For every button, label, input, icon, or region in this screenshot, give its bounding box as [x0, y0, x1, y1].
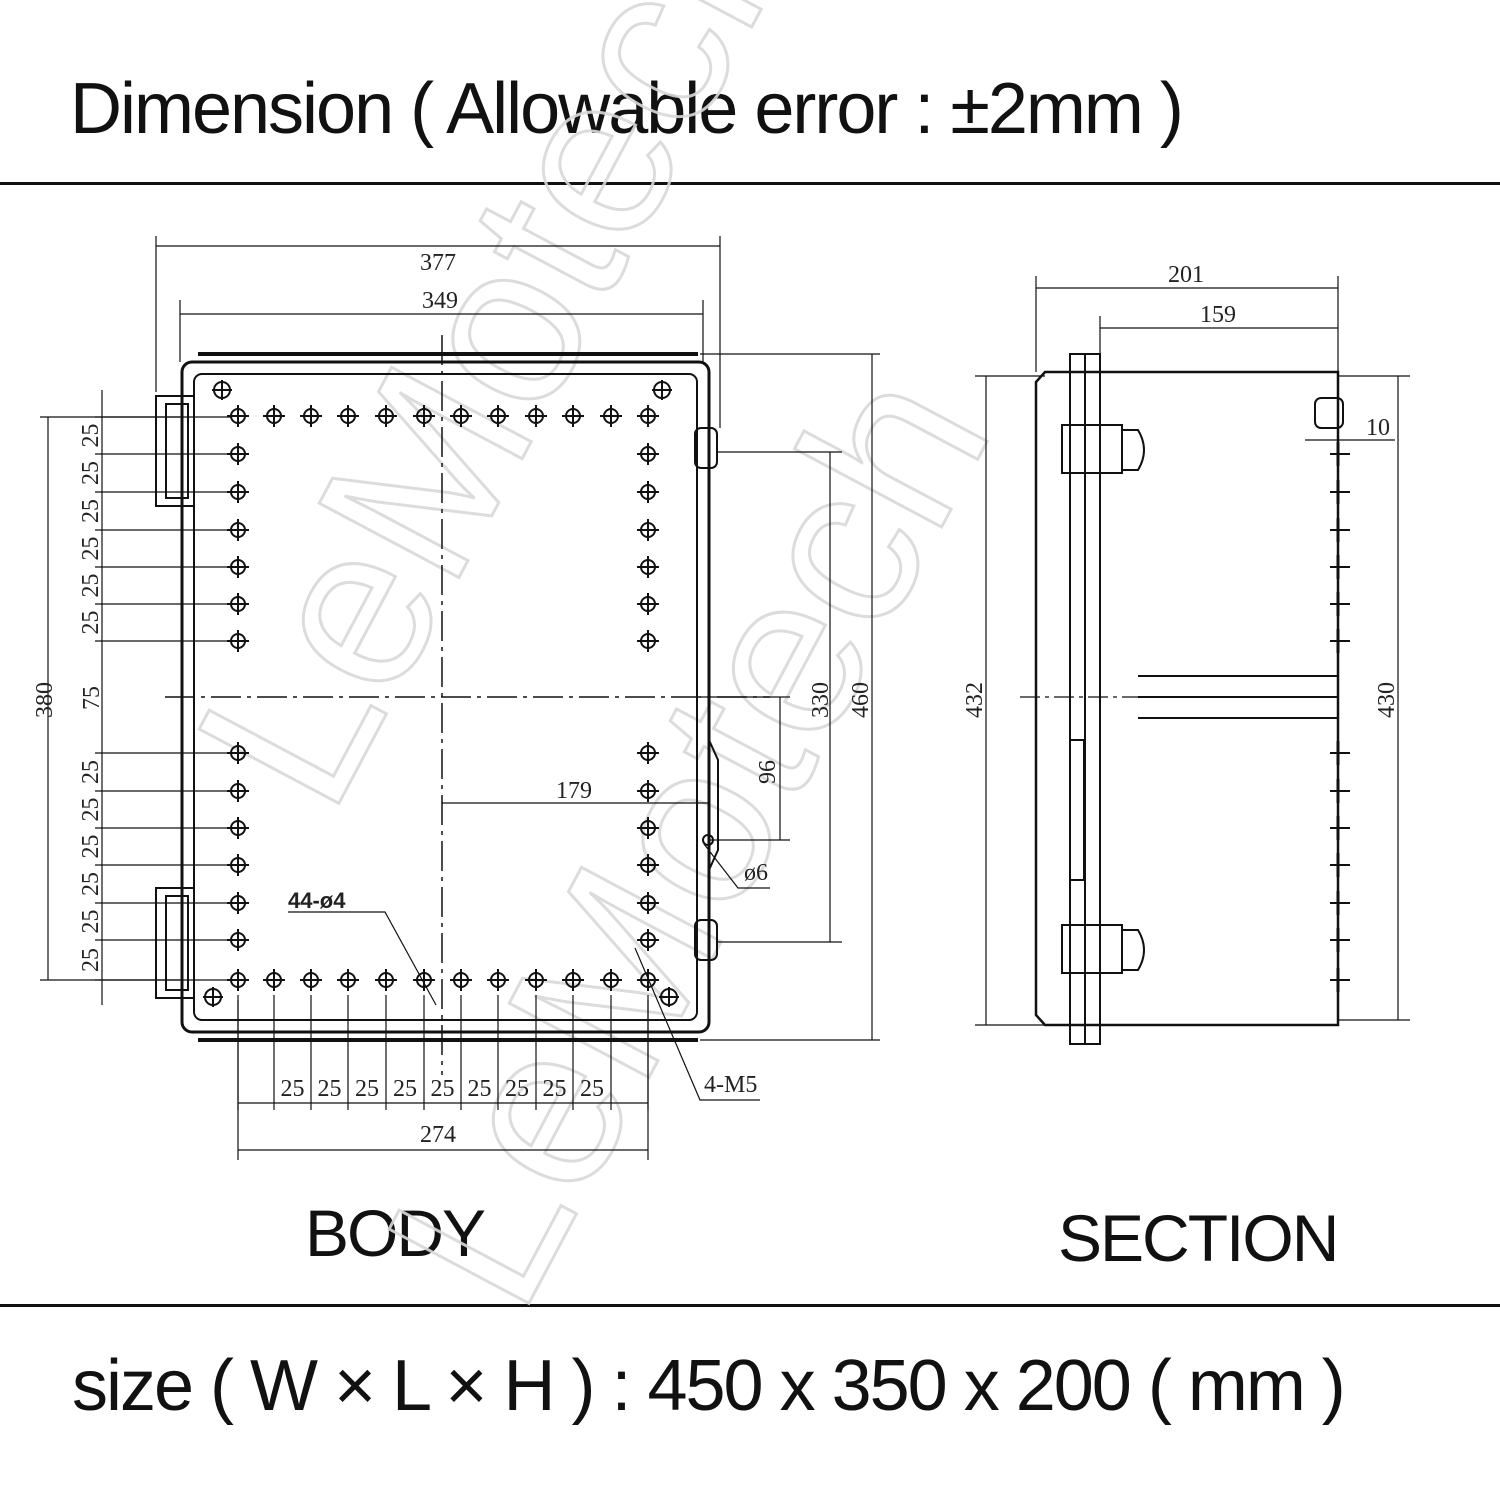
dim-pitch-bottom: 25	[468, 1076, 492, 1102]
section-body	[1034, 370, 1340, 1027]
hinge-bottom	[155, 887, 195, 999]
dim-pitch-left: 25	[78, 537, 104, 561]
header-divider	[0, 182, 1500, 185]
dim-latch-hole: ø6	[744, 860, 768, 886]
size-spec: size ( W × L × H ) : 450 x 350 x 200 ( m…	[72, 1346, 1346, 1426]
latch-top	[694, 427, 718, 469]
dim-latch-offset: 96	[755, 760, 781, 784]
dim-pitch-bottom: 25	[281, 1076, 305, 1102]
dim-pitch-left: 25	[78, 948, 104, 972]
dim-bottom-span: 274	[420, 1122, 456, 1148]
dim-pitch-bottom: 25	[505, 1076, 529, 1102]
dim-pitch-left: 25	[78, 835, 104, 859]
dim-pitch-left: 25	[78, 461, 104, 485]
dim-pitch-bottom: 25	[543, 1076, 567, 1102]
dim-lip: 10	[1366, 415, 1390, 441]
corner-screw-holes	[203, 380, 679, 1007]
footer-divider	[0, 1304, 1500, 1307]
section-view-label: SECTION	[1058, 1201, 1339, 1275]
dim-pitch-bottom: 25	[318, 1076, 342, 1102]
dim-pitch-bottom: 25	[393, 1076, 417, 1102]
dim-pitch-left: 25	[78, 424, 104, 448]
dim-pitch-left: 25	[78, 798, 104, 822]
dim-hole-span: 380	[32, 682, 58, 718]
dim-pitch-left: 25	[78, 499, 104, 523]
section-view	[975, 276, 1410, 1045]
latch-bottom	[694, 919, 718, 961]
section-hinge	[1314, 397, 1344, 429]
body-view-label: BODY	[305, 1196, 486, 1270]
dim-pitch-left: 25	[78, 872, 104, 896]
dim-hinge-height: 330	[808, 682, 834, 718]
dim-center-gap: 75	[79, 686, 105, 710]
dim-height-overall: 460	[848, 682, 874, 718]
dim-height-right: 430	[1374, 682, 1400, 718]
dim-screw-holes: 44-ø4	[288, 888, 346, 913]
dim-width-outer: 377	[420, 250, 456, 276]
page-title: Dimension ( Allowable error : ±2mm )	[70, 69, 1184, 149]
section-latch-bottom	[1061, 924, 1123, 974]
dim-height-left: 432	[962, 682, 988, 718]
hinge-top	[155, 395, 195, 507]
dim-pitch-bottom: 25	[580, 1076, 604, 1102]
dim-width-inner: 349	[422, 288, 458, 314]
dim-mount-screws: 4-M5	[704, 1072, 757, 1098]
dim-latch-hole-offset: 179	[556, 778, 592, 804]
watermark: LeMotech LeMotech	[145, 0, 1039, 1345]
dim-pitch-left: 25	[78, 611, 104, 635]
dim-depth-body: 159	[1200, 302, 1236, 328]
dim-pitch-left: 25	[78, 910, 104, 934]
dim-pitch-left: 25	[78, 574, 104, 598]
dim-depth-overall: 201	[1168, 262, 1204, 288]
section-latch-top	[1061, 424, 1123, 474]
dim-pitch-bottom: 25	[431, 1076, 455, 1102]
body-view	[40, 236, 880, 1160]
dim-pitch-left: 25	[78, 760, 104, 784]
dim-pitch-bottom: 25	[355, 1076, 379, 1102]
